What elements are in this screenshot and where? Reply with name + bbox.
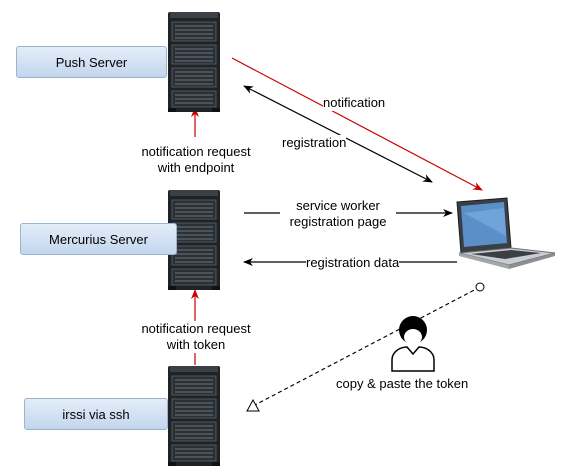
push-server-label: Push Server (16, 46, 167, 78)
notification-request-token-label: notification request with token (128, 321, 264, 353)
server-rack-icon (167, 365, 221, 467)
mercurius-server-label: Mercurius Server (20, 223, 177, 255)
notification-request-token-line2: with token (166, 337, 226, 352)
service-worker-line1: service worker (296, 198, 380, 213)
copy-paste-label: copy & paste the token (336, 376, 469, 391)
notification-request-endpoint-line2: with endpoint (157, 160, 235, 175)
service-worker-label: service worker registration page (280, 198, 396, 230)
notification-request-endpoint-label: notification request with endpoint (128, 144, 264, 176)
registration-label: registration (282, 135, 347, 151)
arrow-registration (243, 85, 433, 183)
registration-data-label: registration data (306, 255, 400, 271)
arrow-copy-paste (253, 287, 480, 406)
service-worker-line2: registration page (289, 214, 387, 229)
irssi-label: irssi via ssh (24, 398, 168, 430)
notification-request-token-line1: notification request (141, 321, 251, 336)
arrow-notification (231, 57, 483, 191)
notification-request-endpoint-line1: notification request (141, 144, 251, 159)
user-icon (391, 316, 435, 372)
notification-label: notification (323, 95, 386, 111)
laptop-icon (456, 197, 556, 269)
server-rack-icon (167, 11, 221, 113)
